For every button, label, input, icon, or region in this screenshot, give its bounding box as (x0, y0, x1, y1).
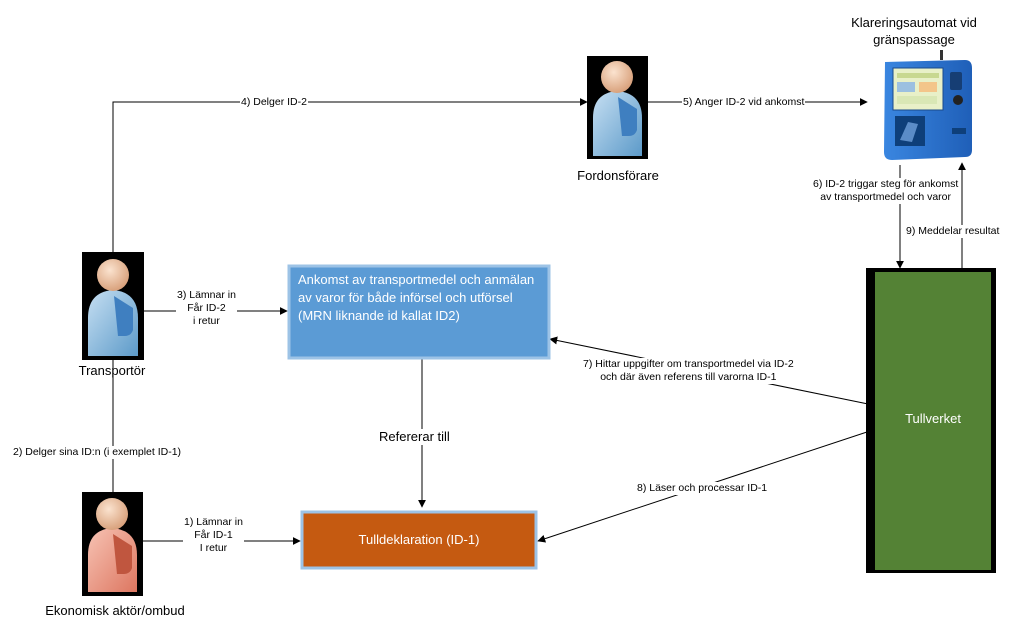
label-step3-line2: Får ID-2 (187, 302, 226, 314)
label-step7: 7) Hittar uppgifter om transportmedel vi… (582, 358, 795, 384)
label-refererar: Refererar till (378, 429, 451, 445)
label-step6: 6) ID-2 triggar steg för ankomst av tran… (812, 178, 960, 204)
label-step1-line1: 1) Lämnar in (184, 516, 243, 528)
fordonsforare-person-icon (587, 56, 648, 159)
label-step7-line2: och där även referens till varorna ID-1 (600, 371, 777, 383)
kiosk-icon (884, 50, 972, 160)
label-step6-line1: 6) ID-2 triggar steg för ankomst (813, 178, 959, 190)
ankomst-box (287, 264, 551, 360)
actor-fordonsforare-label: Fordonsförare (577, 168, 659, 183)
tulldeklaration-text: Tulldeklaration (ID-1) (358, 532, 480, 547)
label-step1-line3: I retur (199, 542, 228, 554)
label-step8: 8) Läser och processar ID-1 (636, 482, 769, 495)
kiosk-title-line2: gränspassage (873, 32, 955, 47)
label-step6-line2: av transportmedel och varor (820, 191, 952, 203)
label-step2: 2) Delger sina ID:n (i exemplet ID-1) (12, 446, 183, 459)
tullverket-box (875, 272, 991, 570)
actor-ekonomisk-label: Ekonomisk aktör/ombud (45, 603, 185, 618)
label-step1-line2: Får ID-1 (194, 529, 233, 541)
label-step3: 3) Lämnar in Får ID-2 i retur (176, 289, 237, 328)
tullverket-text: Tullverket (905, 411, 961, 426)
label-step4: 4) Delger ID-2 (240, 96, 308, 109)
kiosk-title-line1: Klareringsautomat vid (851, 15, 977, 30)
label-step3-line3: i retur (193, 315, 220, 327)
arrow-step4 (112, 98, 588, 257)
ankomst-text: Ankomst av transportmedel och anmälan av… (298, 272, 535, 323)
actor-transportor-label: Transportör (78, 363, 146, 378)
label-step9: 9) Meddelar resultat (905, 225, 1001, 238)
ekonomisk-person-icon (82, 492, 143, 596)
label-step1: 1) Lämnar in Får ID-1 I retur (183, 516, 244, 555)
label-step7-line1: 7) Hittar uppgifter om transportmedel vi… (583, 358, 794, 370)
label-step5: 5) Anger ID-2 vid ankomst (682, 96, 806, 109)
transportor-person-icon (82, 252, 144, 360)
kiosk-title: Klareringsautomat vid gränspassage (820, 14, 1008, 48)
tulldeklaration-box (300, 510, 538, 570)
label-step3-line1: 3) Lämnar in (177, 289, 236, 301)
